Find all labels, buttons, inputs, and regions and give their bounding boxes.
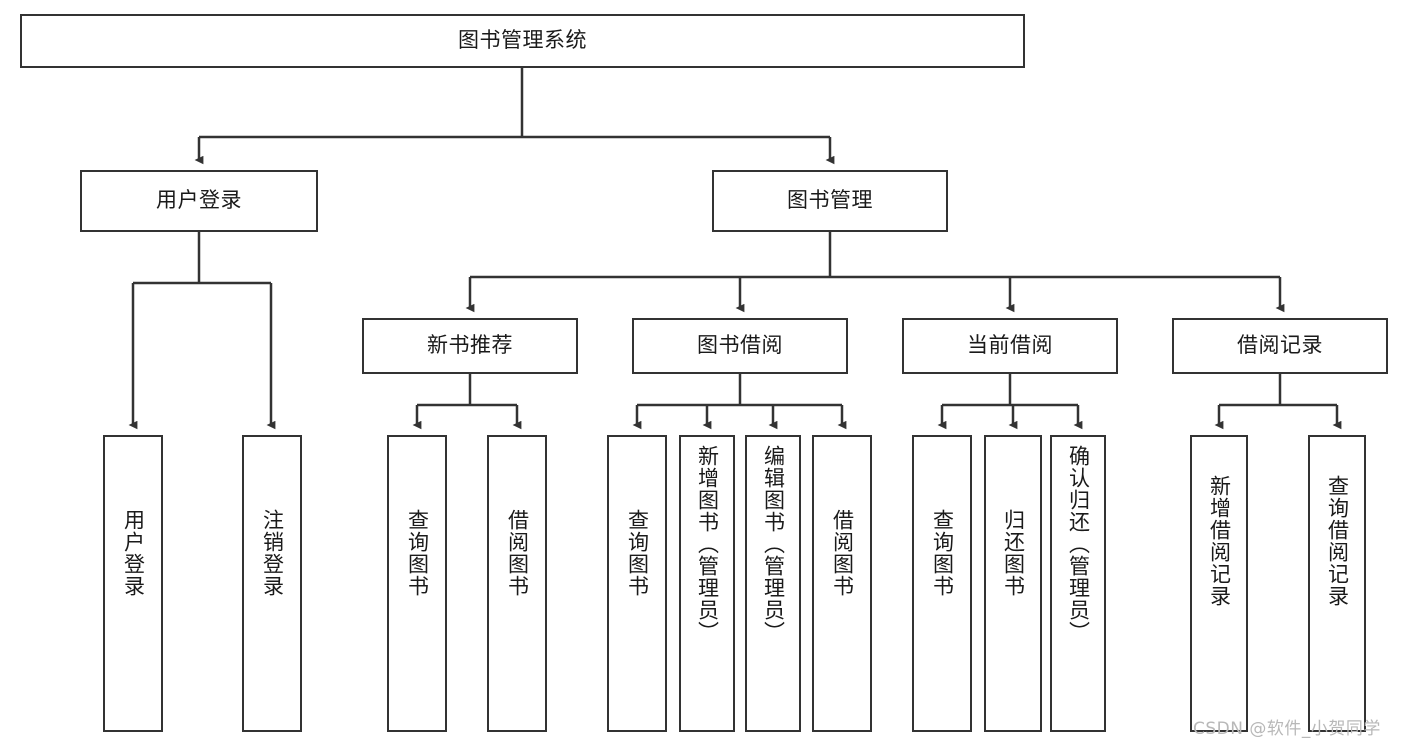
node-user-login-label: 用户登录 bbox=[156, 188, 242, 213]
leaf-borrow-book-2[interactable]: 借阅图书 bbox=[812, 435, 872, 732]
node-book-management[interactable]: 图书管理 bbox=[712, 170, 948, 232]
leaf-borrow-book-1[interactable]: 借阅图书 bbox=[487, 435, 547, 732]
leaf-query-book-3-label: 查询图书 bbox=[930, 509, 955, 597]
node-book-borrow-label: 图书借阅 bbox=[697, 333, 783, 358]
leaf-logout-label: 注销登录 bbox=[260, 509, 285, 597]
leaf-query-book-3[interactable]: 查询图书 bbox=[912, 435, 972, 732]
node-root[interactable]: 图书管理系统 bbox=[20, 14, 1025, 68]
leaf-confirm-return[interactable]: 确认归还（管理员） bbox=[1050, 435, 1106, 732]
node-borrow-record[interactable]: 借阅记录 bbox=[1172, 318, 1388, 374]
leaf-user-login-label: 用户登录 bbox=[121, 509, 146, 597]
node-new-book-recommend-label: 新书推荐 bbox=[427, 333, 513, 358]
leaf-add-borrow-record-label: 新增借阅记录 bbox=[1207, 475, 1232, 607]
leaf-query-book-1-label: 查询图书 bbox=[405, 509, 430, 597]
node-root-label: 图书管理系统 bbox=[458, 28, 587, 53]
node-current-borrow[interactable]: 当前借阅 bbox=[902, 318, 1118, 374]
csdn-watermark: CSDN @软件_小贺同学 bbox=[1193, 719, 1381, 739]
leaf-query-borrow-record-label: 查询借阅记录 bbox=[1325, 475, 1350, 607]
leaf-borrow-book-2-label: 借阅图书 bbox=[830, 509, 855, 597]
node-borrow-record-label: 借阅记录 bbox=[1237, 333, 1323, 358]
leaf-edit-book-label: 编辑图书（管理员） bbox=[761, 445, 786, 643]
leaf-borrow-book-1-label: 借阅图书 bbox=[505, 509, 530, 597]
leaf-query-borrow-record[interactable]: 查询借阅记录 bbox=[1308, 435, 1366, 732]
leaf-query-book-2-label: 查询图书 bbox=[625, 509, 650, 597]
node-book-management-label: 图书管理 bbox=[787, 188, 873, 213]
leaf-logout[interactable]: 注销登录 bbox=[242, 435, 302, 732]
leaf-user-login[interactable]: 用户登录 bbox=[103, 435, 163, 732]
leaf-confirm-return-label: 确认归还（管理员） bbox=[1066, 445, 1091, 643]
leaf-add-borrow-record[interactable]: 新增借阅记录 bbox=[1190, 435, 1248, 732]
leaf-add-book-label: 新增图书（管理员） bbox=[695, 445, 720, 643]
leaf-query-book-2[interactable]: 查询图书 bbox=[607, 435, 667, 732]
leaf-return-book[interactable]: 归还图书 bbox=[984, 435, 1042, 732]
leaf-query-book-1[interactable]: 查询图书 bbox=[387, 435, 447, 732]
node-book-borrow[interactable]: 图书借阅 bbox=[632, 318, 848, 374]
leaf-edit-book[interactable]: 编辑图书（管理员） bbox=[745, 435, 801, 732]
leaf-return-book-label: 归还图书 bbox=[1001, 509, 1026, 597]
node-current-borrow-label: 当前借阅 bbox=[967, 333, 1053, 358]
node-user-login[interactable]: 用户登录 bbox=[80, 170, 318, 232]
leaf-add-book[interactable]: 新增图书（管理员） bbox=[679, 435, 735, 732]
node-new-book-recommend[interactable]: 新书推荐 bbox=[362, 318, 578, 374]
